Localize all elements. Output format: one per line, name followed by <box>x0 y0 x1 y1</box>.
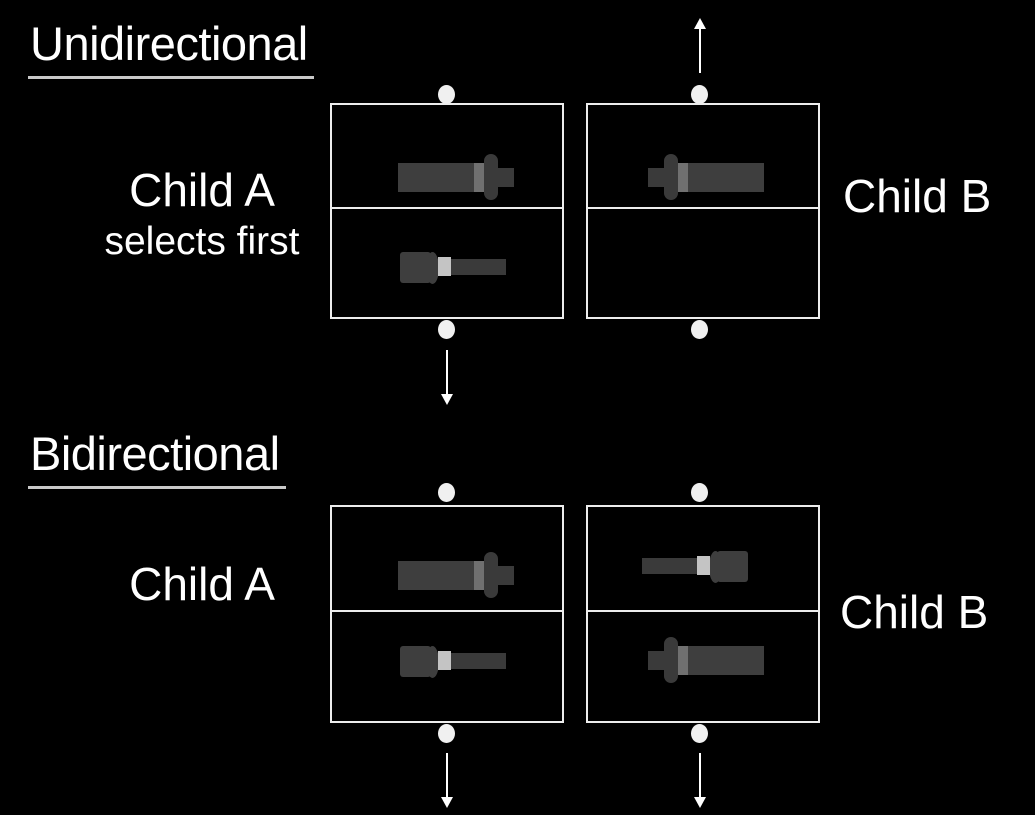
child-b-label: Child B <box>840 586 989 638</box>
child-a-label-block: Child A selects first <box>86 166 318 263</box>
bidirectional-heading: Bidirectional <box>28 430 286 489</box>
box-divider <box>331 610 563 612</box>
box-divider <box>587 207 819 209</box>
connector-node <box>691 320 708 339</box>
unidirectional-heading: Unidirectional <box>28 20 314 79</box>
flashlight-large-left-icon <box>648 637 764 683</box>
connector-node <box>691 483 708 502</box>
flashlight-large-right-icon <box>398 154 514 200</box>
connector-node <box>438 85 455 104</box>
down-arrow-icon <box>441 753 453 811</box>
up-arrow-icon <box>694 18 706 76</box>
unidirectional-child-b-box <box>586 103 820 319</box>
bidirectional-child-b-box <box>586 505 820 723</box>
selects-first-label: selects first <box>104 220 300 264</box>
flashlight-large-left-icon <box>648 154 764 200</box>
child-a-label-block: Child A <box>86 558 318 610</box>
flashlight-small-left-icon <box>400 646 506 678</box>
box-divider <box>331 207 563 209</box>
down-arrow-icon <box>694 753 706 811</box>
connector-node <box>438 320 455 339</box>
flashlight-small-right-icon <box>642 551 748 583</box>
bidirectional-child-a-box <box>330 505 564 723</box>
unidirectional-child-a-box <box>330 103 564 319</box>
flashlight-large-right-icon <box>398 552 514 598</box>
down-arrow-icon <box>441 350 453 408</box>
flashlight-small-left-icon <box>400 252 506 284</box>
box-divider <box>587 610 819 612</box>
child-a-label: Child A <box>129 558 275 610</box>
connector-node <box>691 85 708 104</box>
connector-node <box>438 724 455 743</box>
connector-node <box>438 483 455 502</box>
connector-node <box>691 724 708 743</box>
child-b-label: Child B <box>843 170 992 222</box>
child-a-label: Child A <box>129 164 275 216</box>
